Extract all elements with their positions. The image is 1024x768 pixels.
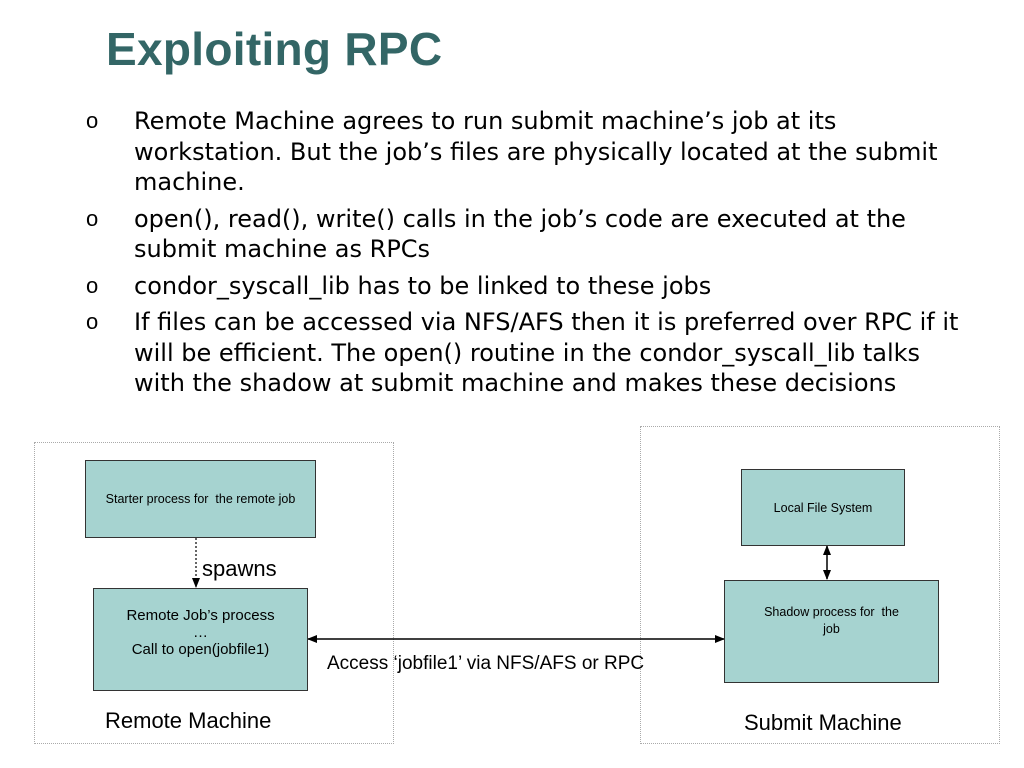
bullet-text: Remote Machine agrees to run submit mach… — [134, 107, 938, 196]
bullet-item: o Remote Machine agrees to run submit ma… — [84, 106, 964, 198]
submit-machine-region — [640, 426, 1000, 744]
slide-title: Exploiting RPC — [106, 23, 443, 75]
bullet-marker: o — [86, 272, 99, 298]
bullet-text: If files can be accessed via NFS/AFS the… — [134, 308, 959, 397]
shadow-process-line2: job — [823, 621, 840, 636]
remote-job-process-box: Remote Job’s process … Call to open(jobf… — [93, 588, 308, 691]
submit-machine-label: Submit Machine — [744, 710, 902, 735]
bullet-marker: o — [86, 108, 99, 133]
bullet-item: o condor_syscall_lib has to be linked to… — [84, 271, 964, 302]
shadow-process-line1: Shadow process for the — [764, 604, 899, 619]
remote-machine-label: Remote Machine — [105, 708, 272, 733]
shadow-process-box: Shadow process for the job — [724, 580, 939, 683]
remote-job-line1: Remote Job’s process — [126, 607, 275, 624]
local-file-system-label: Local File System — [773, 500, 873, 515]
remote-job-line3: Call to open(jobfile1) — [131, 641, 270, 658]
access-label: Access ‘jobfile1’ via NFS/AFS or RPC — [327, 653, 645, 674]
bullet-marker: o — [86, 309, 99, 334]
bullet-text: condor_syscall_lib has to be linked to t… — [134, 271, 712, 300]
bullet-item: o open(), read(), write() calls in the j… — [84, 204, 964, 265]
bullet-text: open(), read(), write() calls in the job… — [134, 204, 906, 264]
remote-job-line2: … — [193, 624, 208, 641]
starter-process-box: Starter process for the remote job — [85, 460, 316, 538]
bullet-item: o If files can be accessed via NFS/AFS t… — [84, 307, 964, 399]
local-file-system-box: Local File System — [741, 469, 905, 546]
remote-machine-region — [34, 442, 394, 744]
spawns-label: spawns — [202, 556, 277, 581]
starter-process-label: Starter process for the remote job — [105, 492, 296, 506]
bullet-marker: o — [86, 205, 99, 231]
bullet-list: o Remote Machine agrees to run submit ma… — [84, 106, 964, 405]
